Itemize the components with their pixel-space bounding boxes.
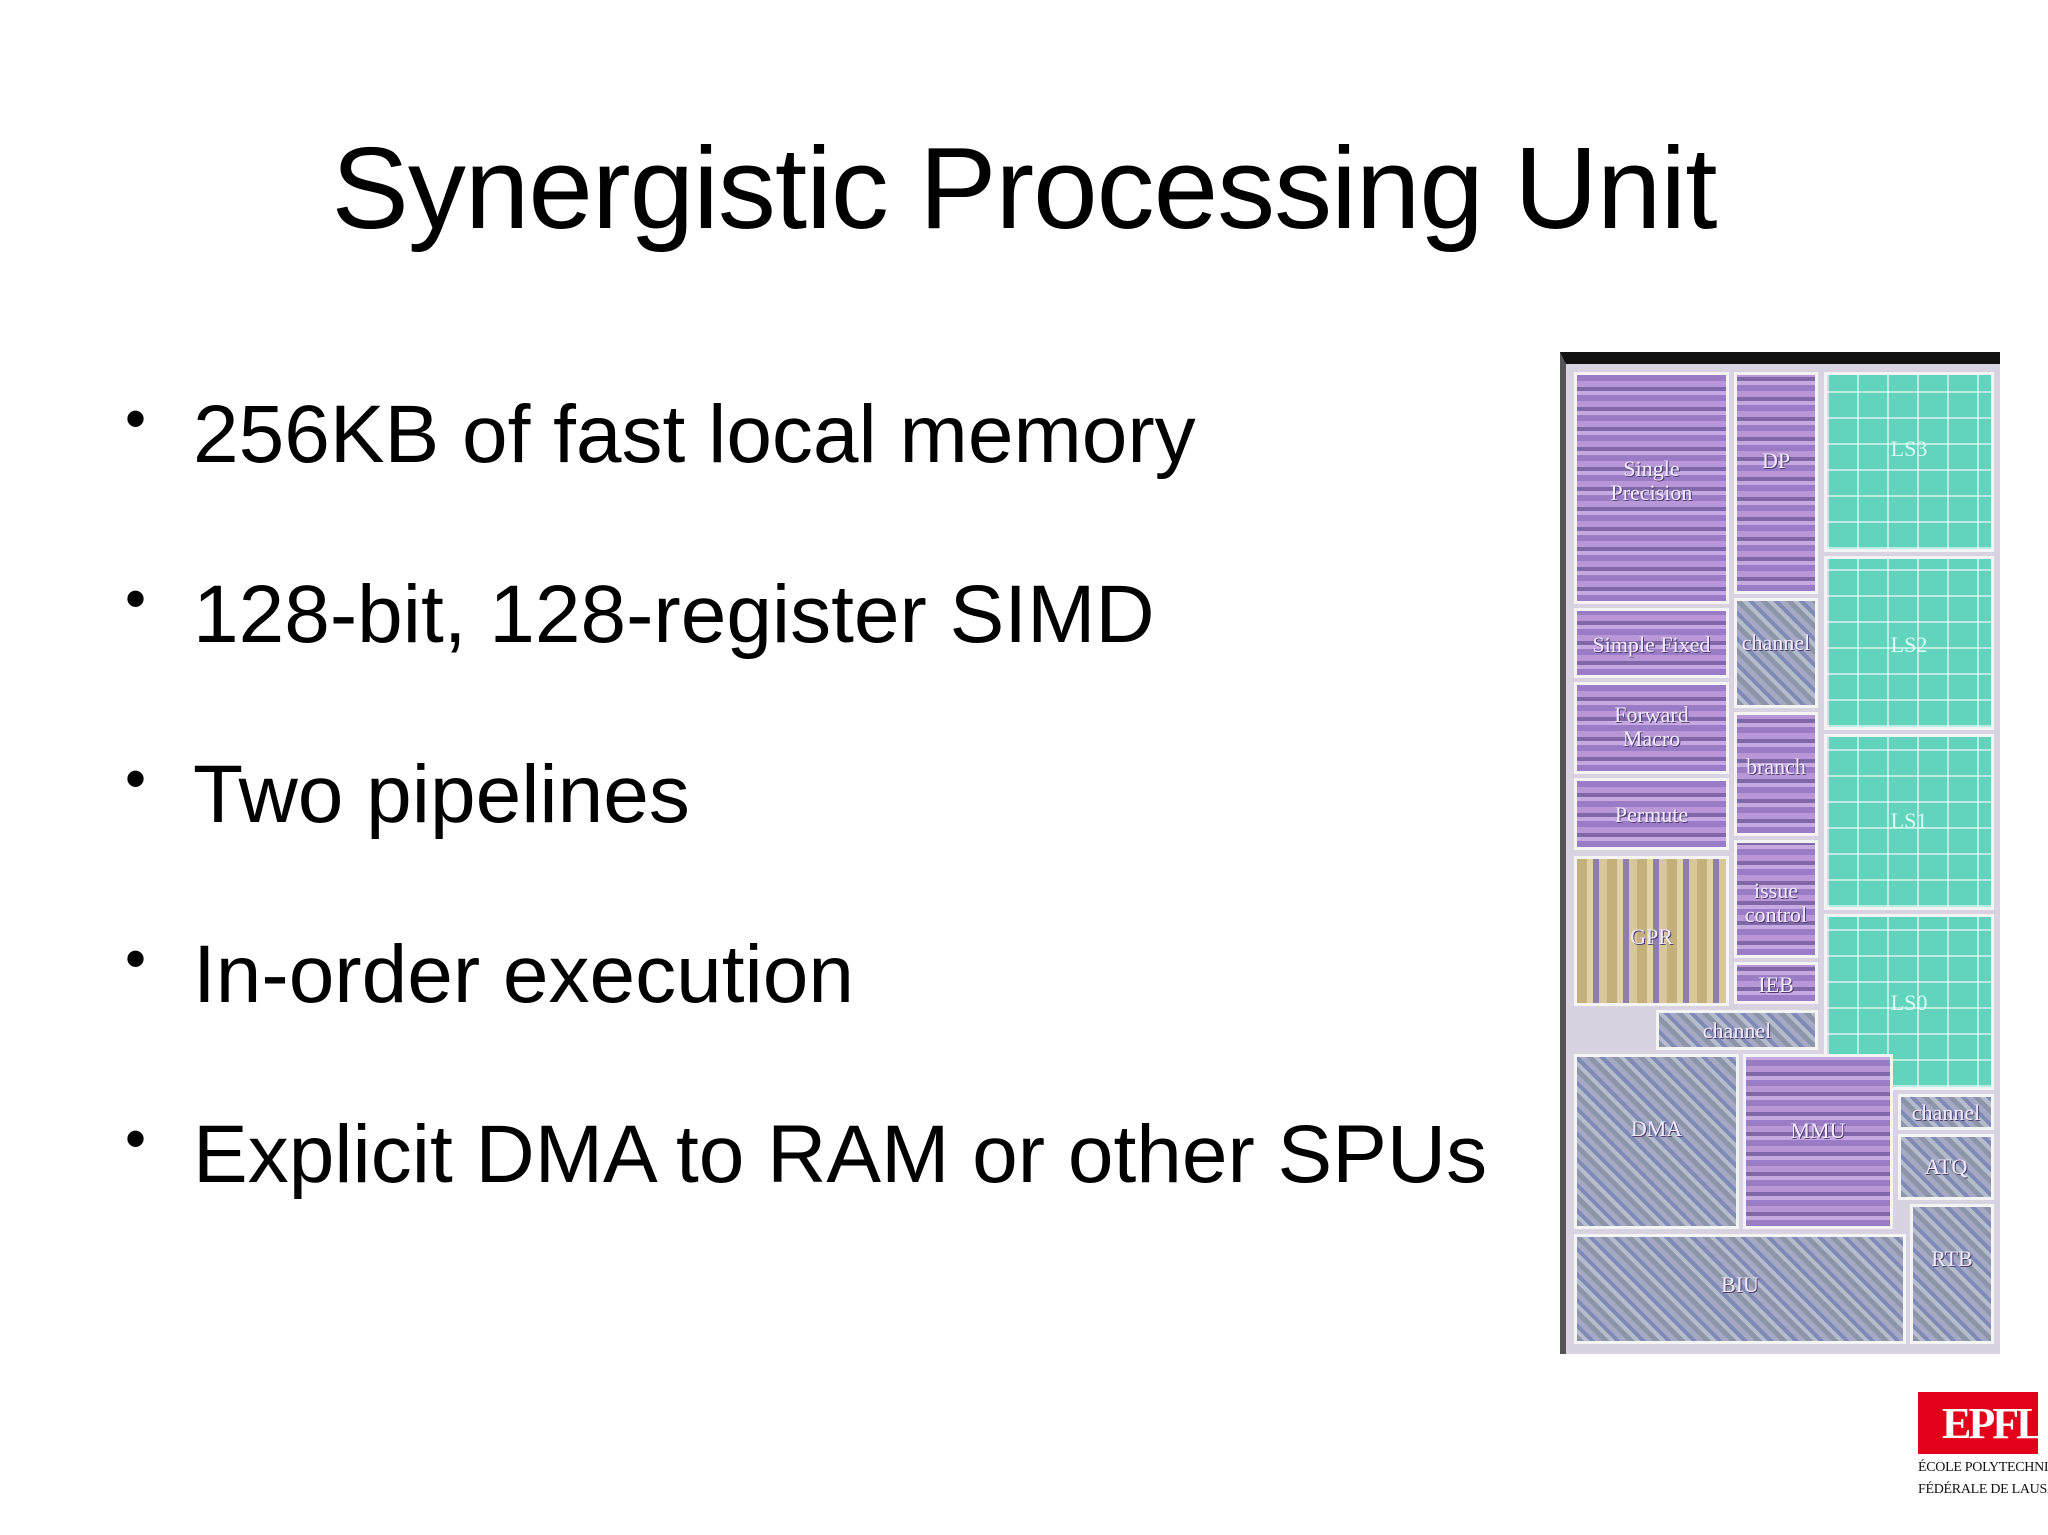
- gpr-block: GPR: [1574, 856, 1729, 1006]
- simple-fixed-label: Simple Fixed: [1592, 632, 1711, 657]
- dma-block: DMA: [1574, 1054, 1739, 1229]
- branch-label: branch: [1746, 754, 1806, 779]
- bullet-text: 256KB of fast local memory: [193, 389, 1196, 480]
- dma-label: DMA: [1630, 1116, 1683, 1141]
- page-title: Synergistic Processing Unit: [331, 123, 1718, 253]
- issue-control-block: issue control: [1734, 840, 1818, 958]
- rtb-label: RTB: [1931, 1246, 1973, 1271]
- ls3-label: LS3: [1890, 436, 1928, 461]
- mmu-block: MMU: [1743, 1054, 1893, 1229]
- mmu-label: MMU: [1790, 1118, 1846, 1143]
- bullet-dot-icon: •: [125, 1105, 147, 1172]
- gpr-label: GPR: [1630, 924, 1673, 949]
- permute-label: Permute: [1614, 802, 1689, 827]
- ieb-block: IEB: [1734, 962, 1818, 1004]
- channel-label: channel: [1911, 1100, 1981, 1125]
- bullet-dot-icon: •: [125, 925, 147, 992]
- bullet-dot-icon: •: [125, 745, 147, 812]
- ls1-label: LS1: [1890, 808, 1928, 833]
- channel-block: channel: [1898, 1094, 1994, 1130]
- permute-block: Permute: [1574, 778, 1729, 850]
- channel-block: channel: [1734, 598, 1818, 708]
- bullet-text: In-order execution: [193, 929, 854, 1020]
- channel-label: channel: [1702, 1018, 1772, 1043]
- forward-macro-block: Forward Macro: [1574, 682, 1729, 774]
- atq-label: ATQ: [1924, 1154, 1968, 1179]
- bullet-text: Two pipelines: [193, 749, 690, 840]
- epfl-logo-glyph: EPFL: [1942, 1399, 2045, 1448]
- issue-control-label: issue control: [1744, 878, 1808, 928]
- bullet-dot-icon: •: [125, 565, 147, 632]
- ieb-label: IEB: [1758, 972, 1794, 997]
- spu-die-diagram: Single Precision Simple Fixed Forward Ma…: [1560, 352, 2000, 1354]
- epfl-logo-text-line2: FÉDÉRALE DE LAUSANNE: [1918, 1482, 2048, 1498]
- ls2-label: LS2: [1890, 632, 1928, 657]
- biu-label: BIU: [1721, 1272, 1759, 1297]
- ls3-block: LS3: [1824, 372, 1994, 552]
- ls2-block: LS2: [1824, 556, 1994, 730]
- channel-label: channel: [1741, 630, 1811, 655]
- epfl-logo: EPFL ÉCOLE POLYTECHNIQUE FÉDÉRALE DE LAU…: [1918, 1392, 2048, 1498]
- channel-block: channel: [1656, 1010, 1818, 1050]
- branch-block: branch: [1734, 712, 1818, 836]
- dp-label: DP: [1761, 448, 1791, 473]
- ls0-label: LS0: [1890, 990, 1928, 1015]
- single-precision-label: Single Precision: [1610, 456, 1693, 506]
- epfl-logo-text-line1: ÉCOLE POLYTECHNIQUE: [1918, 1460, 2048, 1475]
- simple-fixed-block: Simple Fixed: [1574, 608, 1729, 678]
- single-precision-block: Single Precision: [1574, 372, 1729, 604]
- forward-macro-label: Forward Macro: [1614, 702, 1689, 752]
- atq-block: ATQ: [1898, 1134, 1994, 1200]
- bullet-text: Explicit DMA to RAM or other SPUs: [193, 1109, 1488, 1200]
- bullet-dot-icon: •: [125, 385, 147, 452]
- rtb-block: RTB: [1910, 1204, 1994, 1344]
- dp-block: DP: [1734, 372, 1818, 594]
- ls1-block: LS1: [1824, 734, 1994, 910]
- bullet-text: 128-bit, 128-register SIMD: [193, 569, 1155, 660]
- biu-block: BIU: [1574, 1234, 1906, 1344]
- epfl-logo-mark: EPFL: [1918, 1392, 2045, 1454]
